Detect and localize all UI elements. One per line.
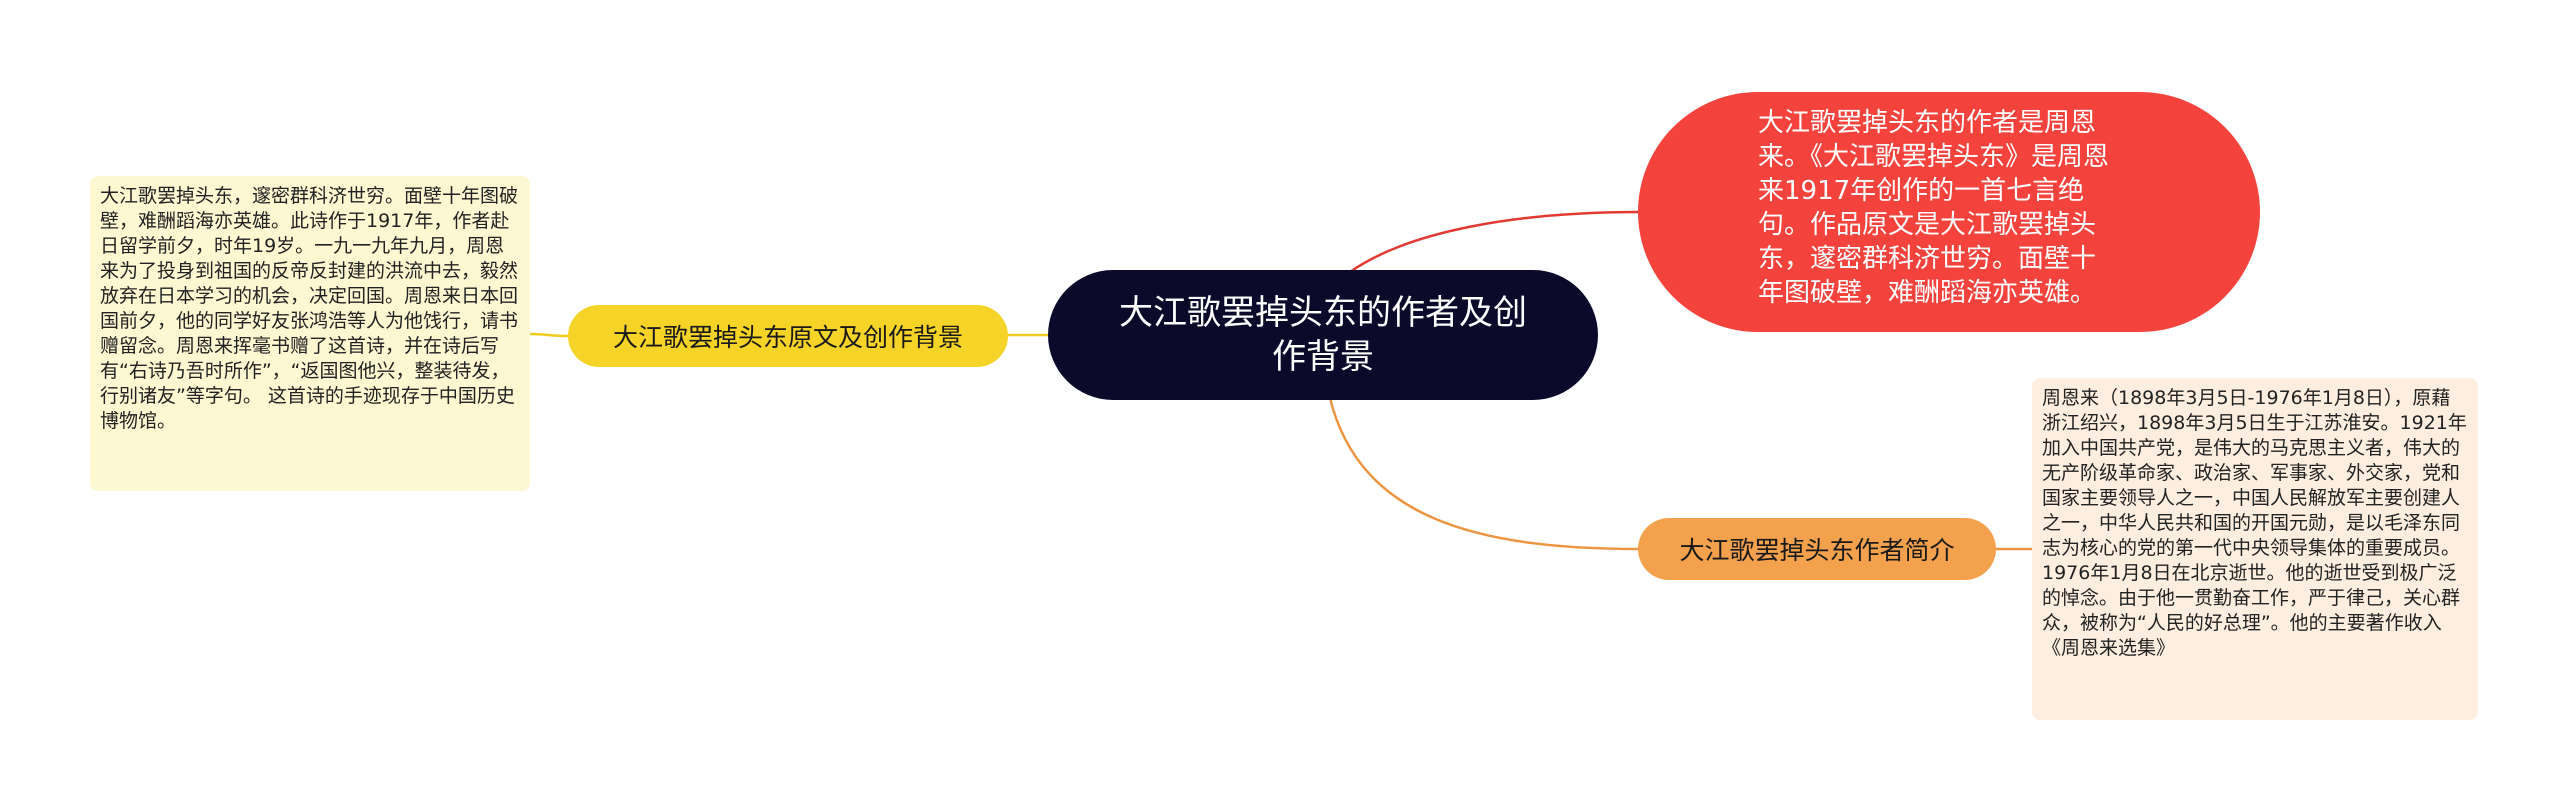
link-center-to-author-intro <box>1349 210 1641 274</box>
branch-author-intro-label: 大江歌罢掉头东的作者是周恩来。《大江歌罢掉头东》是周恩来1917年创作的一首七言… <box>1758 108 2110 308</box>
link-center-to-author-bio <box>1328 397 1641 551</box>
central-topic[interactable]: 大江歌罢掉头东的作者及创作背景 <box>1048 270 1598 400</box>
leaf-original-text-detail-text: 大江歌罢掉头东，邃密群科济世穷。面壁十年图破壁，难酬蹈海亦英雄。此诗作于1917… <box>100 185 519 432</box>
link-original-text-to-detail <box>529 332 569 338</box>
central-topic-label: 大江歌罢掉头东的作者及创作背景 <box>1119 293 1527 377</box>
leaf-author-bio-detail-text: 周恩来（1898年3月5日-1976年1月8日），原藉浙江绍兴，1898年3月5… <box>2042 387 2467 659</box>
branch-author-bio[interactable]: 大江歌罢掉头东作者简介 <box>1638 518 1996 580</box>
branch-author-intro[interactable]: 大江歌罢掉头东的作者是周恩来。《大江歌罢掉头东》是周恩来1917年创作的一首七言… <box>1638 92 2260 332</box>
branch-original-text-label: 大江歌罢掉头东原文及创作背景 <box>612 323 963 352</box>
branch-author-bio-label: 大江歌罢掉头东作者简介 <box>1679 536 1955 565</box>
branch-original-text[interactable]: 大江歌罢掉头东原文及创作背景 <box>568 305 1008 367</box>
leaf-author-bio-detail[interactable]: 周恩来（1898年3月5日-1976年1月8日），原藉浙江绍兴，1898年3月5… <box>2032 378 2478 720</box>
leaf-original-text-detail[interactable]: 大江歌罢掉头东，邃密群科济世穷。面壁十年图破壁，难酬蹈海亦英雄。此诗作于1917… <box>90 176 530 491</box>
